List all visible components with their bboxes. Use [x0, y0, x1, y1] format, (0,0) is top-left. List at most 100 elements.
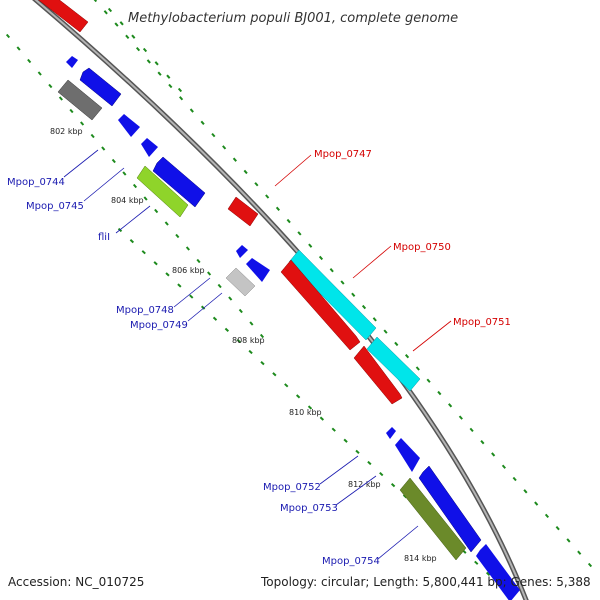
gene-red-long-2[interactable] [353, 345, 403, 405]
gene-labels: Mpop_0744 Mpop_0745 fliI Mpop_0747 Mpop_… [7, 149, 511, 567]
gene-label-mpop-0753[interactable]: Mpop_0753 [280, 503, 338, 514]
guide-dot [331, 427, 336, 432]
gene-label-mpop-0747[interactable]: Mpop_0747 [314, 149, 372, 160]
guide-dot [146, 59, 151, 64]
guide-dot [16, 46, 21, 51]
gene-label-flil[interactable]: fliI [98, 232, 110, 243]
guide-dot [153, 261, 158, 266]
guide-dot [69, 108, 74, 114]
kbp-label: 806 kbp [172, 266, 205, 275]
guide-dot [394, 341, 399, 347]
gene-label-mpop-0754[interactable]: Mpop_0754 [322, 556, 380, 567]
gene-gray-1[interactable] [57, 79, 103, 121]
gene-blue-3[interactable] [141, 138, 158, 157]
gene-blue-1[interactable] [79, 67, 122, 107]
guide-dot [458, 415, 463, 420]
guide-dot [512, 476, 517, 482]
guide-dot [90, 133, 95, 139]
map-title: Methylobacterium populi BJ001, complete … [128, 11, 458, 26]
gene-mpop-0750[interactable] [288, 249, 377, 341]
guide-dot [132, 183, 138, 189]
guide-dot [228, 296, 233, 301]
guide-dot [131, 34, 136, 39]
guide-dot [177, 87, 183, 93]
guide-dot [119, 21, 124, 26]
guide-dot [259, 333, 265, 339]
gene-blue-bottom[interactable] [476, 544, 520, 600]
gene-label-mpop-0745[interactable]: Mpop_0745 [26, 201, 84, 212]
gene-flil[interactable] [136, 165, 189, 218]
guide-dot [426, 378, 431, 383]
gene-blue-2[interactable] [118, 114, 140, 137]
guide-dot [555, 525, 560, 531]
guide-dot [587, 562, 593, 568]
gene-label-mpop-0752[interactable]: Mpop_0752 [263, 482, 321, 493]
guide-dot [135, 46, 141, 52]
gene-label-mpop-0744[interactable]: Mpop_0744 [7, 177, 65, 188]
gene-red-top[interactable] [36, 0, 89, 33]
gene-label-mpop-0749[interactable]: Mpop_0749 [130, 320, 188, 331]
gene-mpop-0752[interactable] [395, 438, 420, 472]
guide-dot [185, 246, 190, 251]
guide-dot [390, 483, 396, 488]
guide-dot [448, 403, 453, 408]
guide-dot [179, 96, 184, 101]
leader-mpop-0752 [319, 455, 359, 485]
leader-mpop-0745 [83, 167, 125, 202]
kbp-label: 802 kbp [50, 127, 83, 136]
gene-mpop-0753[interactable] [418, 465, 482, 553]
kbp-label: 804 kbp [111, 196, 144, 205]
guide-dot [308, 243, 313, 248]
leader-mpop-0747 [274, 154, 312, 187]
guide-dot [566, 538, 571, 543]
guide-dot [200, 120, 205, 125]
gene-mpop-0754[interactable] [399, 477, 467, 561]
guide-dot [265, 194, 270, 199]
kbp-label: 808 kbp [232, 336, 265, 345]
guide-dot [168, 83, 173, 89]
guide-dot [236, 338, 241, 344]
guide-dot [355, 449, 360, 454]
gene-label-mpop-0750[interactable]: Mpop_0750 [393, 242, 451, 253]
guide-dot [367, 460, 372, 466]
guide-dot [222, 145, 227, 150]
guide-dot [142, 47, 148, 53]
gene-red-long-1[interactable] [280, 259, 361, 351]
forward-strand-genes [36, 0, 421, 405]
gene-mpop-0751[interactable] [366, 336, 421, 392]
gene-blue-4[interactable] [152, 156, 206, 208]
gene-label-mpop-0748[interactable]: Mpop_0748 [116, 305, 174, 316]
kbp-label: 814 kbp [404, 554, 437, 563]
guide-dot [260, 361, 265, 366]
gene-mpop-0748[interactable] [225, 267, 256, 297]
gene-blue-small-1[interactable] [66, 56, 78, 68]
guide-dot [340, 280, 345, 285]
gene-blue-small-2[interactable] [236, 245, 248, 258]
guide-dot [254, 182, 259, 187]
guide-dot [175, 233, 180, 239]
leader-mpop-0750 [352, 245, 392, 279]
guide-dot [207, 271, 212, 276]
leader-mpop-0744 [63, 149, 99, 178]
gene-mpop-0749[interactable] [246, 258, 270, 282]
guide-dot [480, 440, 485, 445]
guide-dot [164, 221, 169, 226]
guide-dot [343, 438, 348, 443]
guide-dot [122, 171, 127, 176]
gene-blue-small-3[interactable] [386, 427, 396, 439]
leader-mpop-0749 [187, 292, 223, 322]
guide-dot [361, 304, 367, 310]
guide-dot [295, 394, 301, 399]
guide-dot [319, 416, 325, 421]
guide-dot [437, 390, 442, 396]
guide-dot [383, 329, 388, 334]
guide-dot [154, 61, 159, 66]
gene-mpop-0747[interactable] [227, 196, 259, 227]
guide-dot [248, 349, 253, 355]
guide-dot [501, 464, 506, 469]
gene-label-mpop-0751[interactable]: Mpop_0751 [453, 317, 511, 328]
guide-dot [212, 316, 218, 321]
guide-dot [196, 258, 201, 264]
guide-dot [111, 158, 116, 164]
